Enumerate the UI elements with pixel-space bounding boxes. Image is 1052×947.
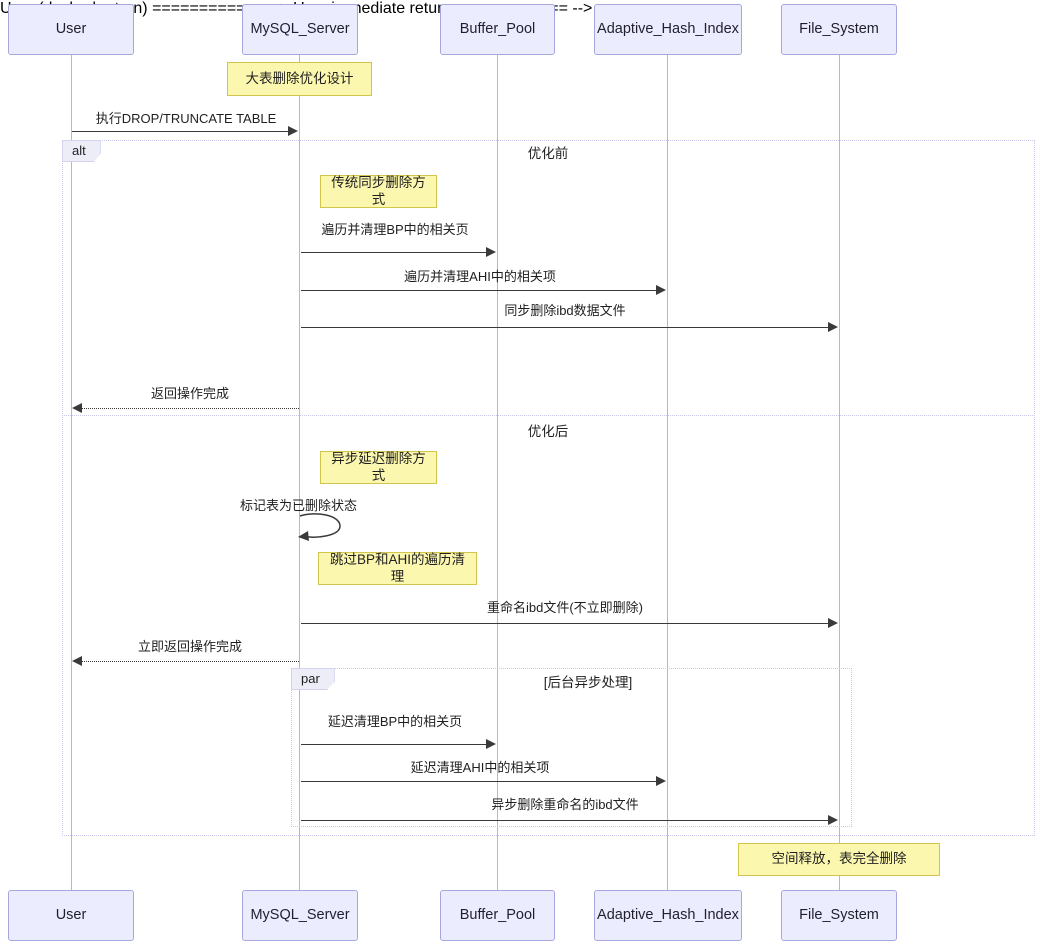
message-label-m7: 重命名ibd文件(不立即删除) — [300, 597, 830, 616]
participant-label: MySQL_Server — [250, 20, 350, 37]
note-title: 大表删除优化设计 — [227, 62, 372, 96]
participant-label: Adaptive_Hash_Index — [597, 20, 739, 37]
message-arrowhead-m2 — [486, 247, 496, 257]
message-self-loop-m6 — [298, 513, 341, 541]
message-line-m4 — [301, 327, 830, 328]
message-arrowhead-m11 — [828, 815, 838, 825]
participant-label: User — [55, 906, 87, 923]
message-text: 重命名ibd文件(不立即删除) — [486, 600, 643, 615]
participant-label: File_System — [799, 20, 879, 37]
message-label-m5: 返回操作完成 — [80, 383, 300, 402]
message-line-m5 — [82, 408, 299, 409]
message-arrowhead-m8 — [72, 656, 82, 666]
fragment-condition-text: 优化后 — [527, 424, 569, 439]
lifeline-file-system — [839, 55, 840, 890]
message-label-m2: 遍历并清理BP中的相关页 — [300, 219, 490, 238]
note-skip-traversal: 跳过BP和AHI的遍历清理 — [318, 552, 477, 585]
message-label-m6: 标记表为已删除状态 — [240, 495, 362, 514]
note-async-delete: 异步延迟删除方式 — [320, 451, 437, 484]
lifeline-mysql — [299, 55, 300, 890]
message-line-m8 — [82, 661, 299, 662]
message-line-m3 — [301, 290, 658, 291]
note-space-released: 空间释放，表完全删除 — [738, 843, 940, 876]
participant-user-top[interactable]: User — [8, 4, 134, 55]
message-line-m7 — [301, 623, 830, 624]
participant-file-system-bottom[interactable]: File_System — [781, 890, 897, 941]
message-arrowhead-m7 — [828, 618, 838, 628]
lifeline-adaptive-hash-index — [667, 55, 668, 890]
alt-branch-label-after: 优化后 — [448, 420, 648, 440]
note-text: 传统同步删除方式 — [331, 175, 426, 207]
message-text: 返回操作完成 — [150, 386, 229, 401]
participant-label: Buffer_Pool — [459, 20, 536, 37]
participant-label: Buffer_Pool — [459, 906, 536, 923]
message-line-m10 — [301, 781, 658, 782]
message-label-m4: 同步删除ibd数据文件 — [300, 300, 830, 319]
message-label-m3: 遍历并清理AHI中的相关项 — [300, 266, 660, 285]
alt-fragment-frame — [62, 140, 1035, 836]
fragment-condition-text: [后台异步处理] — [543, 675, 633, 690]
message-arrowhead-m1 — [288, 126, 298, 136]
message-text: 延迟清理BP中的相关页 — [327, 714, 463, 729]
fragment-condition-text: 优化前 — [527, 146, 569, 161]
participant-file-system-top[interactable]: File_System — [781, 4, 897, 55]
message-line-m1 — [72, 131, 290, 132]
message-text: 同步删除ibd数据文件 — [504, 303, 626, 318]
note-text: 异步延迟删除方式 — [331, 451, 426, 483]
participant-label: Adaptive_Hash_Index — [597, 906, 739, 923]
message-label-m9: 延迟清理BP中的相关页 — [300, 711, 490, 730]
participant-buffer-pool-bottom[interactable]: Buffer_Pool — [440, 890, 555, 941]
message-label-m10: 延迟清理AHI中的相关项 — [300, 757, 660, 776]
par-fragment-tag: par — [291, 668, 335, 691]
message-arrowhead-m3 — [656, 285, 666, 295]
lifeline-buffer-pool — [497, 55, 498, 890]
message-text: 遍历并清理AHI中的相关项 — [404, 269, 556, 284]
fragment-tag-label: alt — [72, 143, 86, 158]
participant-label: User — [55, 20, 87, 37]
fragment-tag-label: par — [301, 671, 320, 686]
participant-mysql-top[interactable]: MySQL_Server — [242, 4, 358, 55]
message-label-m11: 异步删除重命名的ibd文件 — [300, 794, 830, 813]
message-line-m2 — [301, 252, 488, 253]
participant-adaptive-hash-index-top[interactable]: Adaptive_Hash_Index — [594, 4, 742, 55]
message-text: 延迟清理AHI中的相关项 — [410, 760, 550, 775]
alt-branch-label-before: 优化前 — [448, 142, 648, 162]
alt-fragment-divider — [62, 415, 1035, 416]
message-label-m8: 立即返回操作完成 — [80, 636, 300, 655]
message-text: 执行DROP/TRUNCATE TABLE — [95, 111, 277, 126]
note-text: 空间释放，表完全删除 — [771, 851, 907, 867]
participant-mysql-bottom[interactable]: MySQL_Server — [242, 890, 358, 941]
note-text: 大表删除优化设计 — [245, 70, 354, 86]
message-text: 异步删除重命名的ibd文件 — [491, 797, 639, 812]
note-sync-delete: 传统同步删除方式 — [320, 175, 437, 208]
participant-adaptive-hash-index-bottom[interactable]: Adaptive_Hash_Index — [594, 890, 742, 941]
lifeline-user — [71, 55, 72, 890]
participant-label: MySQL_Server — [250, 906, 350, 923]
alt-fragment-tag: alt — [62, 140, 101, 163]
note-text: 跳过BP和AHI的遍历清理 — [329, 552, 465, 584]
message-label-m1: 执行DROP/TRUNCATE TABLE — [72, 108, 300, 127]
message-text: 遍历并清理BP中的相关页 — [321, 222, 469, 237]
message-text: 立即返回操作完成 — [137, 639, 242, 654]
message-text: 标记表为已删除状态 — [240, 498, 358, 513]
message-arrowhead-m4 — [828, 322, 838, 332]
message-line-m11 — [301, 820, 830, 821]
message-arrowhead-m5 — [72, 403, 82, 413]
participant-buffer-pool-top[interactable]: Buffer_Pool — [440, 4, 555, 55]
participant-user-bottom[interactable]: User — [8, 890, 134, 941]
message-line-m9 — [301, 744, 488, 745]
participant-label: File_System — [799, 906, 879, 923]
message-arrowhead-m9 — [486, 739, 496, 749]
par-branch-label-bg: [后台异步处理] — [488, 671, 688, 691]
message-arrowhead-m10 — [656, 776, 666, 786]
